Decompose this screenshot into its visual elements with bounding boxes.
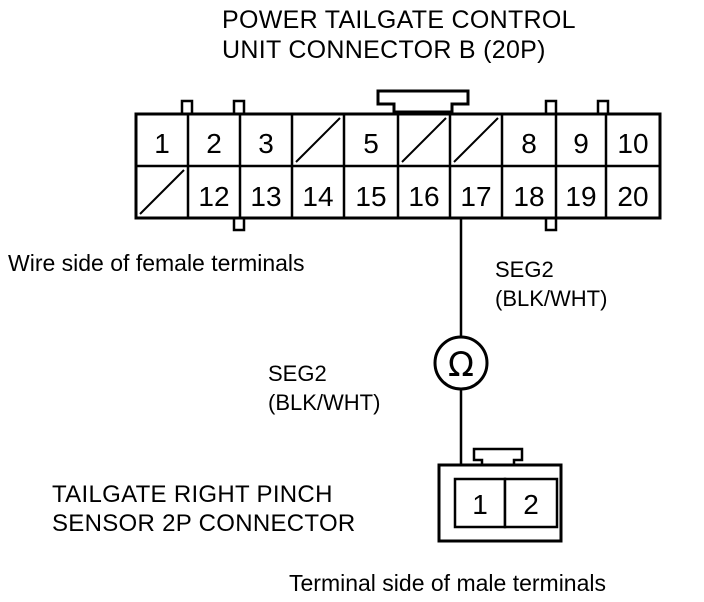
ecu-connector-tab-top-left <box>180 99 194 116</box>
ecu-terminal-3: 3 <box>258 128 274 159</box>
sensor-terminal-2: 2 <box>523 489 539 520</box>
empty-cavity-6 <box>401 117 447 163</box>
sensor-terminal-1: 1 <box>472 489 488 520</box>
ecu-terminal-13: 13 <box>250 181 281 212</box>
ecu-side-label: Wire side of female terminals <box>8 250 305 276</box>
sensor-side-label: Terminal side of male terminals <box>289 570 607 596</box>
wire-upper-color: (BLK/WHT) <box>495 286 608 311</box>
ecu-connector-tab-top-right2 <box>596 99 610 116</box>
ecu-terminal-5: 5 <box>363 128 379 159</box>
ecu-connector-grid <box>136 114 660 218</box>
ecu-terminal-17: 17 <box>460 181 491 212</box>
sensor-connector-title-line1: TAILGATE RIGHT PINCH <box>52 481 333 508</box>
ecu-terminal-10: 10 <box>617 128 648 159</box>
ecu-connector-tab-top-left2 <box>232 99 246 116</box>
ecu-terminal-15: 15 <box>355 181 386 212</box>
ecu-connector-tab-bottom-left <box>232 216 246 232</box>
ecu-connector-lock-tab <box>376 89 470 114</box>
sensor-cavity-2 <box>503 477 559 529</box>
sensor-connector-title-line2: SENSOR 2P CONNECTOR <box>52 510 356 537</box>
ecu-terminal-2: 2 <box>206 128 222 159</box>
ohmmeter-symbol: Ω <box>448 345 474 385</box>
ecu-connector-title-line2: UNIT CONNECTOR B (20P) <box>222 36 546 64</box>
ecu-terminal-19: 19 <box>565 181 596 212</box>
ecu-connector-tab-bottom-right <box>544 216 558 232</box>
ecu-terminal-12: 12 <box>198 181 229 212</box>
wire-lower-color: (BLK/WHT) <box>268 390 381 415</box>
ecu-connector-tab-top-right <box>544 99 558 116</box>
ecu-terminal-18: 18 <box>513 181 544 212</box>
empty-cavity-4 <box>295 117 341 163</box>
ecu-terminal-20: 20 <box>617 181 648 212</box>
empty-cavity-7 <box>453 117 499 163</box>
ecu-terminal-16: 16 <box>408 181 439 212</box>
wire-upper-name: SEG2 <box>495 257 554 282</box>
empty-cavity-11 <box>139 169 185 215</box>
ecu-terminal-14: 14 <box>302 181 333 212</box>
ecu-terminal-1: 1 <box>154 128 170 159</box>
wire-lower-name: SEG2 <box>268 361 327 386</box>
ecu-terminal-9: 9 <box>573 128 589 159</box>
sensor-connector-lock-tab <box>472 447 524 469</box>
ecu-connector-title-line1: POWER TAILGATE CONTROL <box>222 6 576 34</box>
ecu-terminal-8: 8 <box>521 128 537 159</box>
